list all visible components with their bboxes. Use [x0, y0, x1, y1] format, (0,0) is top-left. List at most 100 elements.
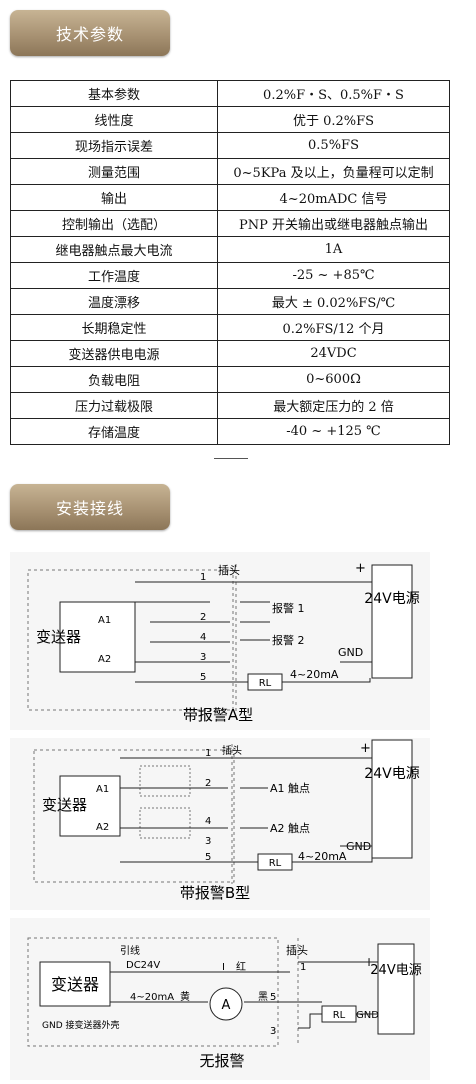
plug-label: 插头 — [286, 943, 308, 957]
current-label: 4~20mA — [290, 668, 339, 681]
current-label: 4~20mA — [298, 850, 347, 863]
spec-key: 控制输出（选配） — [10, 210, 218, 237]
diagram-caption: 带报警B型 — [180, 884, 250, 902]
spec-key: 变送器供电电源 — [10, 340, 218, 367]
spec-key: 负载电阻 — [10, 366, 218, 393]
gnd-label: GND — [356, 1010, 379, 1021]
pin-label: 5 — [270, 992, 276, 1003]
red-label: 红 — [236, 960, 246, 973]
a2-label: A2 — [98, 654, 111, 665]
spec-value: -40 ~ +125 ℃ — [217, 418, 450, 445]
transmitter-label: 变送器 — [51, 975, 99, 994]
alarm2-label: 报警 2 — [272, 633, 305, 647]
power-label: 24V电源 — [364, 766, 419, 782]
section-tab-params: 技术参数 — [10, 10, 170, 56]
pin-label: 2 — [200, 612, 206, 623]
wiring-diagram-a: 24V电源 插头 + GND 变送器 A1 A2 RL 4~20mA 报警 1 … — [10, 552, 430, 730]
transmitter-label: 变送器 — [42, 796, 87, 814]
spec-key: 基本参数 — [10, 80, 218, 107]
spec-key: 测量范围 — [10, 158, 218, 185]
spec-key: 现场指示误差 — [10, 132, 218, 159]
spec-key: 温度漂移 — [10, 288, 218, 315]
spec-key: 继电器触点最大电流 — [10, 236, 218, 263]
power-label: 24V电源 — [364, 591, 419, 607]
spec-value: PNP 开关输出或继电器触点输出 — [217, 210, 450, 237]
rl-label: RL — [269, 858, 282, 869]
pin-label: 4 — [200, 632, 206, 643]
spec-value: 1A — [217, 236, 450, 263]
spec-key: 长期稳定性 — [10, 314, 218, 341]
spec-value: 4~20mADC 信号 — [217, 184, 450, 211]
plug-label: 插头 — [218, 563, 240, 577]
spec-row: 线性度优于 0.2%FS — [10, 106, 450, 133]
spec-value: 优于 0.2%FS — [217, 106, 450, 133]
pin-label: 5 — [200, 672, 206, 683]
spec-key: 线性度 — [10, 106, 218, 133]
i-label: I — [222, 962, 225, 973]
spec-row: 存储温度-40 ~ +125 ℃ — [10, 418, 450, 445]
spec-key: 工作温度 — [10, 262, 218, 289]
pin-label: 1 — [300, 962, 306, 973]
a2-label: A2 — [96, 822, 109, 833]
spec-value: 0~600Ω — [217, 366, 450, 393]
dc-label: DC24V — [126, 960, 160, 971]
pin-label: 3 — [270, 1026, 276, 1037]
section-tab-wiring: 安装接线 — [10, 484, 170, 530]
spec-value: 0.2%FS/12 个月 — [217, 314, 450, 341]
wiring-diagram-b: 24V电源 插头 + GND 变送器 A1 A2 RL 4~20mA A1 触点… — [10, 738, 430, 910]
spec-value: 0~5KPa 及以上，负量程可以定制 — [217, 158, 450, 185]
pin-label: 1 — [205, 748, 211, 759]
rl-label: RL — [333, 1010, 346, 1021]
plus-label: + — [355, 561, 366, 576]
pin-label: 4 — [205, 816, 211, 827]
lead-label: 引线 — [120, 944, 140, 957]
a1-label: A1 — [98, 615, 111, 626]
yellow-label: 黄 — [180, 990, 190, 1003]
divider — [214, 458, 248, 459]
spec-value: 最大 ± 0.02%FS/℃ — [217, 288, 450, 315]
spec-value: 0.2%F・S、0.5%F・S — [217, 80, 450, 107]
transmitter-label: 变送器 — [36, 628, 81, 646]
spec-value: 24VDC — [217, 340, 450, 367]
spec-value: 最大额定压力的 2 倍 — [217, 392, 450, 419]
diagram-caption: 无报警 — [199, 1052, 244, 1070]
pin-label: 2 — [205, 778, 211, 789]
spec-row: 温度漂移最大 ± 0.02%FS/℃ — [10, 288, 450, 315]
plus-label: + — [360, 741, 371, 756]
spec-row: 控制输出（选配）PNP 开关输出或继电器触点输出 — [10, 210, 450, 237]
pin-label: 5 — [205, 852, 211, 863]
shell-label: GND 接变送器外壳 — [42, 1019, 120, 1031]
pin-label: 3 — [200, 652, 206, 663]
contact2-label: A2 触点 — [270, 821, 310, 835]
spec-row: 压力过载极限最大额定压力的 2 倍 — [10, 392, 450, 419]
plug-label: 插头 — [222, 744, 242, 757]
alarm1-label: 报警 1 — [272, 601, 305, 615]
spec-value: -25 ~ +85℃ — [217, 262, 450, 289]
spec-row: 工作温度-25 ~ +85℃ — [10, 262, 450, 289]
spec-key: 存储温度 — [10, 418, 218, 445]
power-label: 24V电源 — [370, 963, 421, 978]
pin-label: 3 — [205, 836, 211, 847]
wiring-diagram-c: 24V电源 引线 插头 变送器 DC24V I 红 + GND A 4~20mA… — [10, 918, 430, 1080]
spec-value: 0.5%FS — [217, 132, 450, 159]
gnd-label: GND — [338, 646, 363, 659]
section-title: 安装接线 — [55, 499, 124, 518]
a1-label: A1 — [96, 784, 109, 795]
pin-label: 1 — [200, 572, 206, 583]
rl-label: RL — [259, 678, 272, 689]
section-title: 技术参数 — [55, 25, 124, 44]
current-label: 4~20mA — [130, 992, 174, 1003]
spec-key: 输出 — [10, 184, 218, 211]
contact1-label: A1 触点 — [270, 781, 310, 795]
black-label: 黑 — [258, 991, 268, 1003]
diagram-caption: 带报警A型 — [183, 706, 253, 724]
